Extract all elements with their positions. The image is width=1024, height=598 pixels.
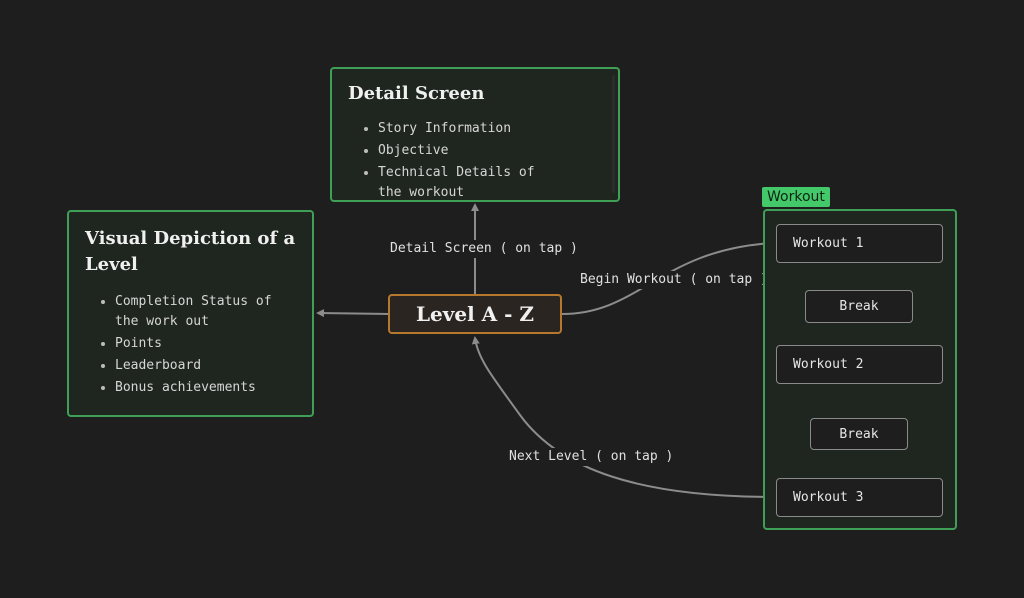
break-2-node[interactable]: Break — [810, 418, 908, 450]
detail-card-item: Objective — [364, 141, 554, 161]
detail-card-item: Story Information — [364, 119, 554, 139]
break-1-node[interactable]: Break — [805, 290, 913, 323]
visual-card-title: Visual Depiction of a Level — [85, 228, 296, 275]
edge-next-level — [471, 336, 777, 498]
edge-label-next-level[interactable]: Next Level ( on tap ) — [505, 448, 678, 466]
visual-card-item: Points — [101, 334, 296, 354]
visual-card-item: Completion Status of the work out — [101, 292, 296, 332]
workout-group-label: Workout — [762, 187, 830, 207]
edge-label-begin-workout[interactable]: Begin Workout ( on tap ) — [576, 271, 772, 289]
detail-card-scrollbar[interactable] — [612, 75, 615, 193]
detail-card-title: Detail Screen — [348, 83, 485, 104]
workout-1-node[interactable]: Workout 1 — [776, 224, 943, 263]
edge-to-visual — [316, 309, 389, 318]
detail-screen-card[interactable]: Detail Screen Story Information Objectiv… — [330, 67, 620, 202]
detail-card-item: Technical Details of the workout — [364, 163, 554, 203]
workout-2-node[interactable]: Workout 2 — [776, 345, 943, 384]
visual-card-list: Completion Status of the work out Points… — [101, 292, 296, 398]
visual-card-item: Leaderboard — [101, 356, 296, 376]
edge-label-detail[interactable]: Detail Screen ( on tap ) — [386, 240, 582, 258]
level-node[interactable]: Level A - Z — [388, 294, 562, 334]
visual-card-item: Bonus achievements — [101, 378, 296, 398]
workout-3-node[interactable]: Workout 3 — [776, 478, 943, 517]
visual-depiction-card[interactable]: Visual Depiction of a Level Completion S… — [67, 210, 314, 417]
detail-card-list: Story Information Objective Technical De… — [364, 119, 554, 203]
